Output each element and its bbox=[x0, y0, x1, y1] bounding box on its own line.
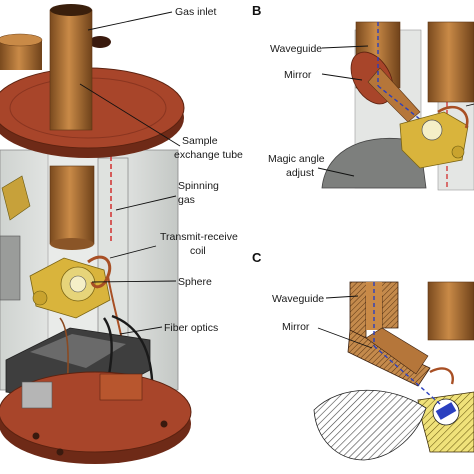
waveguide-lower bbox=[49, 165, 95, 245]
b-coil bbox=[437, 105, 469, 129]
label-transmit-receive-2: coil bbox=[190, 245, 206, 257]
cap-stub-top bbox=[0, 33, 43, 47]
panel-b-labels: Waveguide Mirror Magic angle adjust bbox=[268, 43, 474, 179]
b-nut bbox=[451, 145, 465, 159]
panel-b-drawing bbox=[321, 21, 474, 191]
label-b-magic-angle-2: adjust bbox=[286, 167, 314, 179]
gas-inlet-hole bbox=[89, 36, 111, 48]
spinning-gas-tube bbox=[97, 157, 129, 369]
waveguide-lower-bottom bbox=[50, 238, 94, 250]
c-stator-hatch bbox=[313, 389, 427, 461]
b-sphere bbox=[421, 119, 443, 141]
brass-nut bbox=[32, 290, 48, 306]
panel-a-probe bbox=[0, 4, 192, 464]
c-sphere-core bbox=[435, 402, 457, 420]
label-c-waveguide: Waveguide bbox=[272, 293, 324, 305]
label-b-magic-angle-1: Magic angle bbox=[268, 153, 325, 165]
sample-exchange-tube bbox=[49, 9, 93, 131]
c-laser-path-2 bbox=[373, 345, 441, 405]
sample-exchange-tube-top bbox=[50, 4, 92, 16]
stator-base-top bbox=[30, 334, 126, 368]
c-right-tube bbox=[427, 281, 474, 341]
c-mirror bbox=[365, 327, 429, 375]
label-b-waveguide: Waveguide bbox=[270, 43, 322, 55]
base-screw-1 bbox=[32, 432, 40, 440]
b-laser-path-2 bbox=[377, 85, 427, 125]
b-right-tube bbox=[427, 21, 474, 103]
connector-block bbox=[99, 373, 143, 401]
c-mirror-arm bbox=[347, 329, 431, 387]
left-bracket bbox=[0, 235, 21, 301]
c-coil bbox=[429, 367, 454, 385]
panel-b-letter: B bbox=[252, 3, 261, 18]
label-sphere: Sphere bbox=[178, 276, 212, 288]
label-fiber-optics: Fiber optics bbox=[164, 322, 218, 334]
coil-lead bbox=[107, 275, 123, 341]
label-sample-exchange-2: exchange tube bbox=[174, 149, 243, 161]
label-sample-exchange-1: Sample bbox=[182, 135, 218, 147]
panel-c-labels: Waveguide Mirror bbox=[272, 293, 373, 349]
left-mirror-mount bbox=[1, 175, 31, 221]
square-block bbox=[21, 381, 53, 409]
label-c-mirror: Mirror bbox=[282, 321, 310, 333]
base-screw-3 bbox=[56, 448, 64, 456]
label-b-mirror: Mirror bbox=[284, 69, 312, 81]
panel-c-drawing bbox=[313, 281, 474, 461]
sphere-rotor bbox=[69, 275, 87, 293]
label-transmit-receive-1: Transmit-receive bbox=[160, 231, 238, 243]
label-gas-inlet: Gas inlet bbox=[175, 6, 217, 18]
base-screw-2 bbox=[160, 420, 168, 428]
panel-a-labels: Gas inlet Sample exchange tube Spinning … bbox=[79, 6, 243, 335]
label-spinning-gas-1: Spinning bbox=[178, 180, 219, 192]
panel-c-letter: C bbox=[252, 250, 262, 265]
label-spinning-gas-2: gas bbox=[178, 194, 195, 206]
